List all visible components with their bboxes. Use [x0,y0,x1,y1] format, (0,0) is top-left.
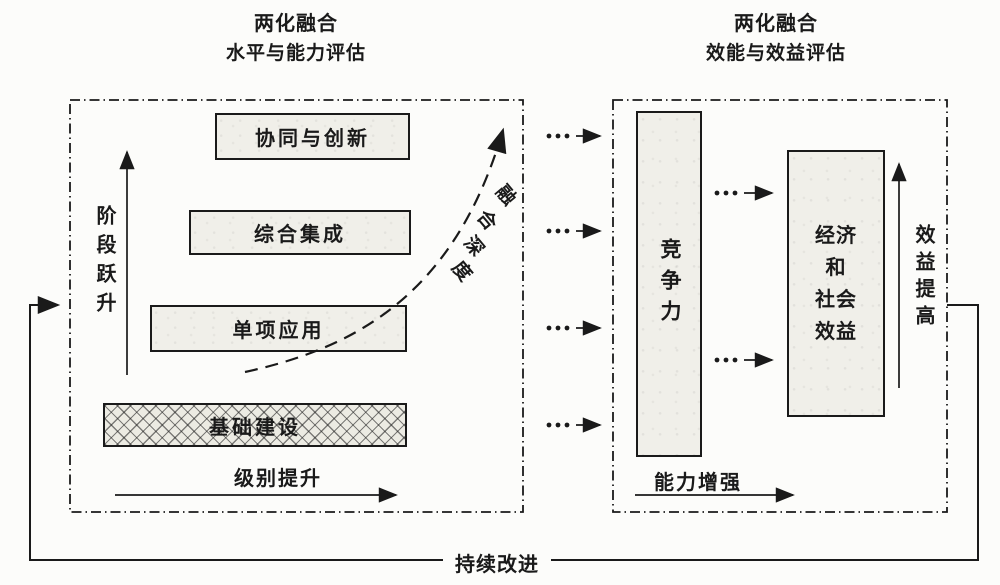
stage-label: 基础建设 [209,416,301,439]
competitiveness-label: 竞争力 [658,237,681,331]
economic-social-benefit-box: 经济 和 社会 效益 [787,150,885,417]
stage-box-comprehensive-integration: 综合集成 [189,210,411,255]
dotted-arrow [546,320,602,336]
stage-box-infrastructure: 基础建设 [103,403,407,447]
left-title-line2: 水平与能力评估 [225,43,366,64]
dotted-arrow [546,128,602,144]
right-panel-title: 两化融合 效能与效益评估 [646,10,906,68]
stage-box-collaboration-innovation: 协同与创新 [215,113,410,160]
dotted-arrow [714,352,774,368]
continuous-improvement-label: 持续改进 [455,554,539,576]
feedback-loop-right [551,304,979,561]
stage-leap-label: 阶段跃升 [93,205,115,321]
level-up-label: 级别提升 [234,468,322,490]
stage-label: 协同与创新 [255,128,370,150]
dotted-arrow [546,223,602,239]
stage-label: 单项应用 [232,320,325,342]
dotted-transfer-arrows [714,185,774,368]
dotted-arrow [714,185,774,201]
stage-box-single-application: 单项应用 [150,305,407,352]
dotted-arrow [546,417,602,433]
competitiveness-box: 竞争力 [636,111,702,457]
left-title-line1: 两化融合 [254,13,338,35]
benefit-label: 经济 和 社会 效益 [815,224,857,343]
left-panel-title: 两化融合 水平与能力评估 [166,10,426,68]
stage-label: 综合集成 [254,224,346,246]
curve-label-char: 融 [491,181,520,210]
benefit-increase-label: 效益提高 [912,224,934,332]
capability-increase-label: 能力增强 [654,472,742,494]
dotted-input-arrows [546,128,602,433]
right-title-line1: 两化融合 [734,13,818,35]
right-title-line2: 效能与效益评估 [705,43,846,64]
